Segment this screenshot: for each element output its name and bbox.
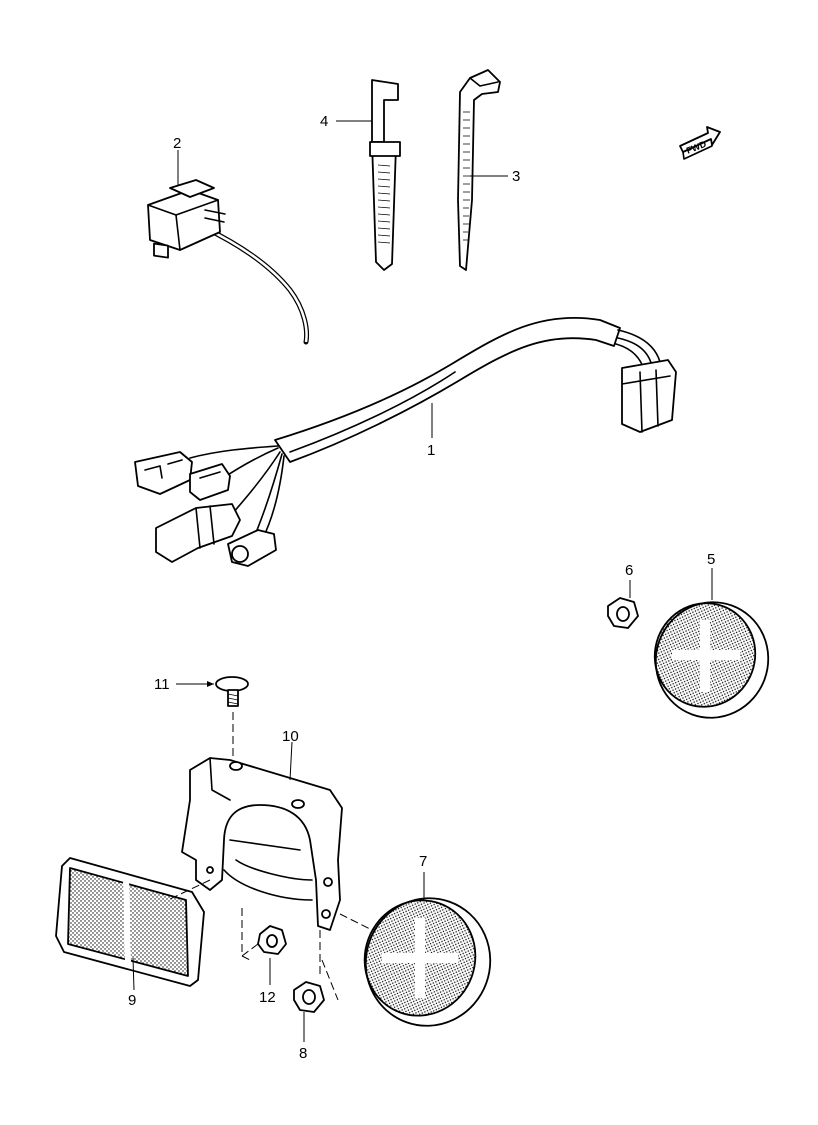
leader-9	[132, 957, 135, 991]
callout-10: 10	[282, 728, 299, 745]
part-5-round-reflector	[653, 601, 770, 719]
part-9-rectangular-reflector	[55, 857, 205, 987]
callout-1: 1	[427, 442, 435, 459]
callout-4: 4	[320, 113, 328, 130]
part-12-nut	[257, 925, 287, 955]
fwd-arrow-icon: FWD	[679, 126, 721, 160]
part-3-cable-tie	[457, 69, 501, 271]
assembly-line-7	[339, 913, 373, 931]
callout-5: 5	[707, 551, 715, 568]
part-7-round-reflector	[363, 897, 492, 1027]
callout-7: 7	[419, 853, 427, 870]
part-6-nut	[607, 597, 639, 629]
callout-6: 6	[625, 562, 633, 579]
assembly-line-8	[319, 930, 339, 1001]
assembly-line-12	[241, 908, 259, 961]
callout-3: 3	[512, 168, 520, 185]
part-11-screw	[215, 676, 249, 707]
leader-10	[289, 741, 293, 781]
part-1-wiring-harness	[134, 316, 677, 567]
part-2-switch-connector	[147, 179, 310, 345]
callout-9: 9	[128, 992, 136, 1009]
callout-2: 2	[173, 135, 181, 152]
part-8-nut	[293, 981, 325, 1013]
callout-11: 11	[154, 676, 170, 693]
callout-8: 8	[299, 1045, 307, 1062]
part-10-bracket	[181, 757, 343, 931]
part-4-cable-tie	[369, 79, 401, 271]
assembly-line-9	[167, 879, 211, 901]
callout-12: 12	[259, 989, 276, 1006]
